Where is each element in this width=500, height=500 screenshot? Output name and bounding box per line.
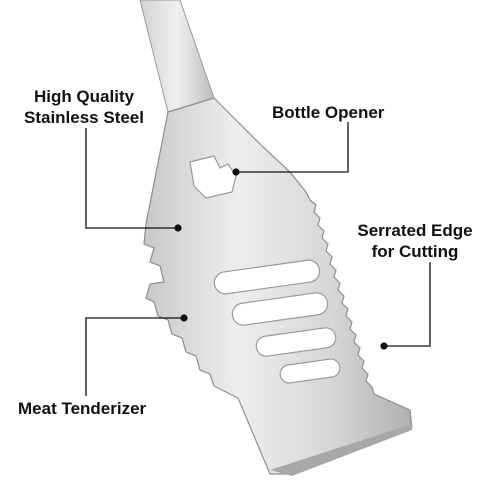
callout-line-meat xyxy=(85,317,184,396)
callout-dot-opener xyxy=(232,168,240,176)
slot-3 xyxy=(255,327,337,357)
callout-line-steel xyxy=(85,128,178,229)
callout-label-steel: High Quality Stainless Steel xyxy=(8,86,160,128)
callout-dot-serrated xyxy=(380,342,388,350)
callout-dots xyxy=(174,168,388,350)
callout-serrated-line2: for Cutting xyxy=(371,242,459,261)
slot-1 xyxy=(213,259,321,295)
callout-dot-meat xyxy=(180,314,188,322)
callout-label-serrated: Serrated Edge for Cutting xyxy=(348,220,482,262)
callout-opener-text: Bottle Opener xyxy=(272,103,385,122)
callout-dot-steel xyxy=(174,224,182,232)
callout-steel-line1: High Quality xyxy=(33,87,135,106)
callout-label-opener: Bottle Opener xyxy=(272,102,384,123)
callout-steel-line2: Stainless Steel xyxy=(23,108,144,127)
slot-4 xyxy=(279,358,341,384)
callout-line-serrated xyxy=(384,262,431,347)
callout-serrated-line1: Serrated Edge xyxy=(357,221,473,240)
callout-meat-text: Meat Tenderizer xyxy=(18,399,147,418)
bottle-opener-cutout xyxy=(189,155,237,199)
callout-line-opener xyxy=(236,122,349,173)
callout-label-meat: Meat Tenderizer xyxy=(18,398,146,419)
blade-bevel xyxy=(270,424,412,476)
slot-2 xyxy=(231,292,329,326)
callout-lines xyxy=(85,122,431,396)
